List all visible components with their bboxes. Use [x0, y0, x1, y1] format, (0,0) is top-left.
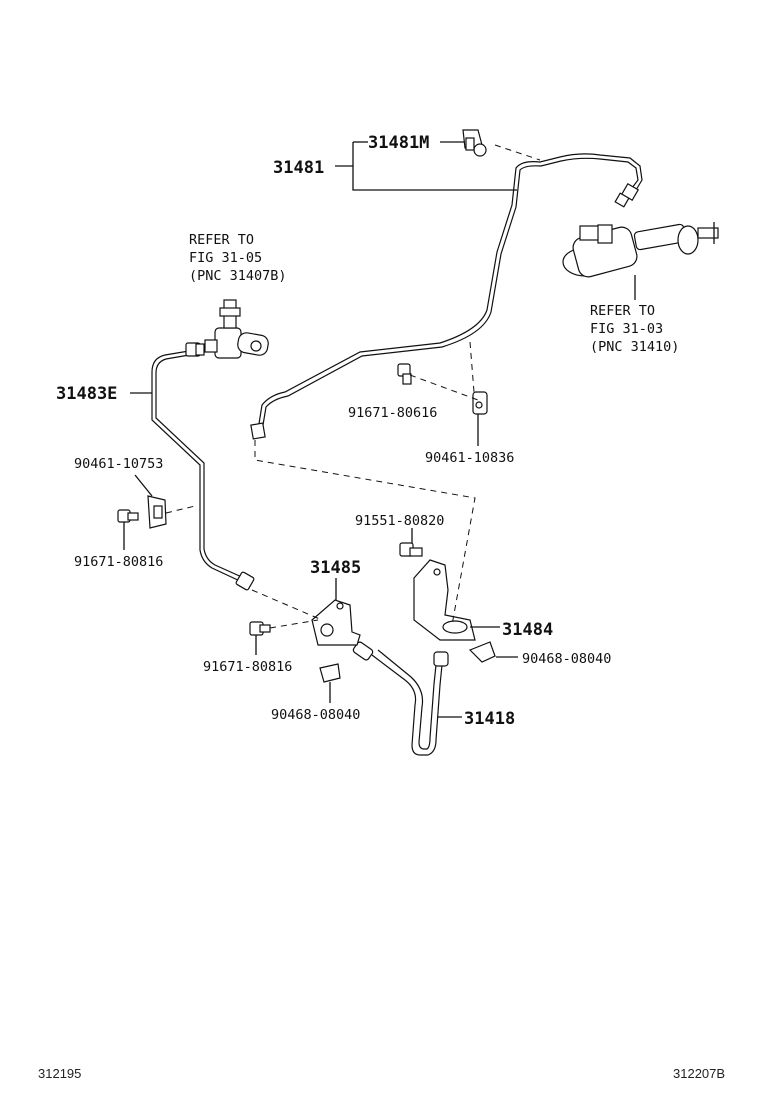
- clamp-90461-10836: [472, 391, 488, 415]
- footer-right-code: 312207B: [673, 1066, 725, 1081]
- refer-to-left: REFER TO FIG 31-05 (PNC 31407B): [189, 232, 287, 284]
- label-31418: 31418: [464, 709, 515, 729]
- leader-lines: [123, 141, 636, 718]
- assembly-dashed-lines: [165, 144, 541, 629]
- bracket-31485: [311, 599, 361, 646]
- clamp-31481M: [462, 129, 487, 157]
- clutch-tube-31481: [250, 153, 643, 440]
- refer-left-line1: REFER TO: [189, 232, 254, 248]
- clip-90468-08040-b: [468, 641, 496, 663]
- bracket-90461-10753: [147, 495, 167, 529]
- label-91671-80816-a: 91671-80816: [74, 554, 163, 570]
- clutch-master-cylinder: [562, 222, 719, 278]
- label-31483E: 31483E: [56, 384, 117, 404]
- label-31481: 31481: [273, 158, 324, 178]
- clutch-tube-31483E: [151, 342, 255, 591]
- refer-to-right: REFER TO FIG 31-03 (PNC 31410): [590, 303, 679, 355]
- label-90468-08040-a: 90468-08040: [271, 707, 360, 723]
- bolt-91671-80616: [397, 363, 412, 385]
- refer-right-line1: REFER TO: [590, 303, 655, 319]
- label-90468-08040-b: 90468-08040: [522, 651, 611, 667]
- label-91671-80616: 91671-80616: [348, 405, 437, 421]
- label-31484: 31484: [502, 620, 553, 640]
- refer-left-line3: (PNC 31407B): [189, 268, 287, 284]
- refer-right-line2: FIG 31-03: [590, 321, 663, 337]
- bolt-91671-80816-a: [117, 509, 139, 523]
- footer-left-code: 312195: [38, 1066, 81, 1081]
- label-31485: 31485: [310, 558, 361, 578]
- refer-right-line3: (PNC 31410): [590, 339, 679, 355]
- label-91671-80816-b: 91671-80816: [203, 659, 292, 675]
- label-90461-10753: 90461-10753: [74, 456, 163, 472]
- bolt-91551-80820: [399, 542, 423, 557]
- refer-left-line2: FIG 31-05: [189, 250, 262, 266]
- release-cylinder-fitting: [204, 299, 269, 359]
- bracket-31484: [413, 559, 476, 641]
- label-90461-10836: 90461-10836: [425, 450, 514, 466]
- label-31481M: 31481M: [368, 133, 429, 153]
- clutch-hose-31418: [352, 641, 449, 756]
- clip-90468-08040-a: [319, 663, 341, 683]
- bolt-91671-80816-b: [249, 621, 271, 636]
- label-91551-80820: 91551-80820: [355, 513, 444, 529]
